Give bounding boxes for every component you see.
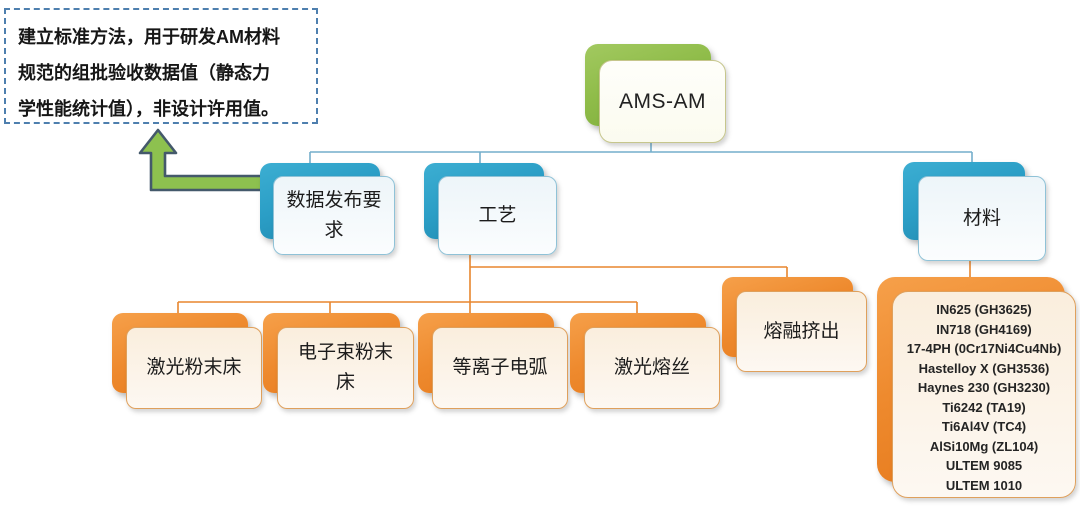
node-material: 材料	[903, 162, 1046, 262]
callout-text-line: 规范的组批验收数据值（静态力	[18, 63, 270, 83]
node-label: 激光粉末床	[146, 357, 242, 378]
node-label: 工艺	[478, 204, 517, 226]
node-plasma-arc: 等离子电弧	[418, 313, 568, 409]
node-front-panel: 工艺	[438, 176, 557, 255]
node-front-panel: 材料	[918, 176, 1046, 261]
node-label: AMS-AM	[619, 89, 706, 113]
callout-text-line: 建立标准方法，用于研发AM材料	[18, 27, 280, 47]
material-item: Ti6Al4V (TC4)	[941, 419, 1027, 434]
material-item: Ti6242 (TA19)	[942, 399, 1026, 415]
node-front-panel: IN625 (GH3625) IN718 (GH4169) 17-4PH (0C…	[892, 291, 1076, 498]
node-label: 等离子电弧	[452, 357, 548, 378]
node-front-panel: 电子束粉末床	[277, 327, 414, 409]
material-item: 17-4PH (0Cr17Ni4Cu4Nb)	[906, 341, 1062, 356]
node-front-panel: 熔融挤出	[736, 291, 867, 372]
node-data-release-requirements: 数据发布要求	[260, 163, 396, 256]
node-front-panel: 激光熔丝	[584, 327, 720, 409]
node-label: 电子束粉末床	[297, 342, 393, 393]
node-fused-extrusion: 熔融挤出	[722, 277, 867, 372]
node-label: 熔融挤出	[763, 320, 840, 342]
callout-arrow	[138, 128, 272, 192]
material-item: ULTEM 9085	[945, 458, 1023, 473]
node-front-panel: 激光粉末床	[126, 327, 262, 409]
material-item: Haynes 230 (GH3230)	[917, 380, 1051, 395]
material-item: IN718 (GH4169)	[936, 321, 1032, 337]
node-laser-powder-bed: 激光粉末床	[112, 313, 262, 409]
node-process: 工艺	[424, 163, 558, 256]
node-ebeam-powder-bed: 电子束粉末床	[263, 313, 414, 409]
callout-text-line: 学性能统计值），非设计许用值。	[18, 99, 279, 119]
node-front-panel: 等离子电弧	[432, 327, 568, 409]
node-laser-wire-feed: 激光熔丝	[570, 313, 720, 409]
callout-note: 建立标准方法，用于研发AM材料 规范的组批验收数据值（静态力 学性能统计值），非…	[4, 8, 318, 124]
material-item: AlSi10Mg (ZL104)	[929, 438, 1039, 454]
node-front-panel: AMS-AM	[599, 60, 726, 143]
node-label: 数据发布要求	[286, 189, 382, 241]
tree-connectors-blue	[309, 143, 973, 164]
node-label: 激光熔丝	[613, 357, 690, 378]
material-item: ULTEM 1010	[945, 477, 1023, 493]
material-item: IN625 (GH3625)	[936, 302, 1032, 317]
material-item: Hastelloy X (GH3536)	[918, 360, 1050, 376]
node-label: 材料	[962, 207, 1001, 229]
node-front-panel: 数据发布要求	[273, 176, 395, 255]
materials-list: IN625 (GH3625) IN718 (GH4169) 17-4PH (0C…	[877, 277, 1076, 498]
node-ams-am: AMS-AM	[585, 44, 727, 144]
